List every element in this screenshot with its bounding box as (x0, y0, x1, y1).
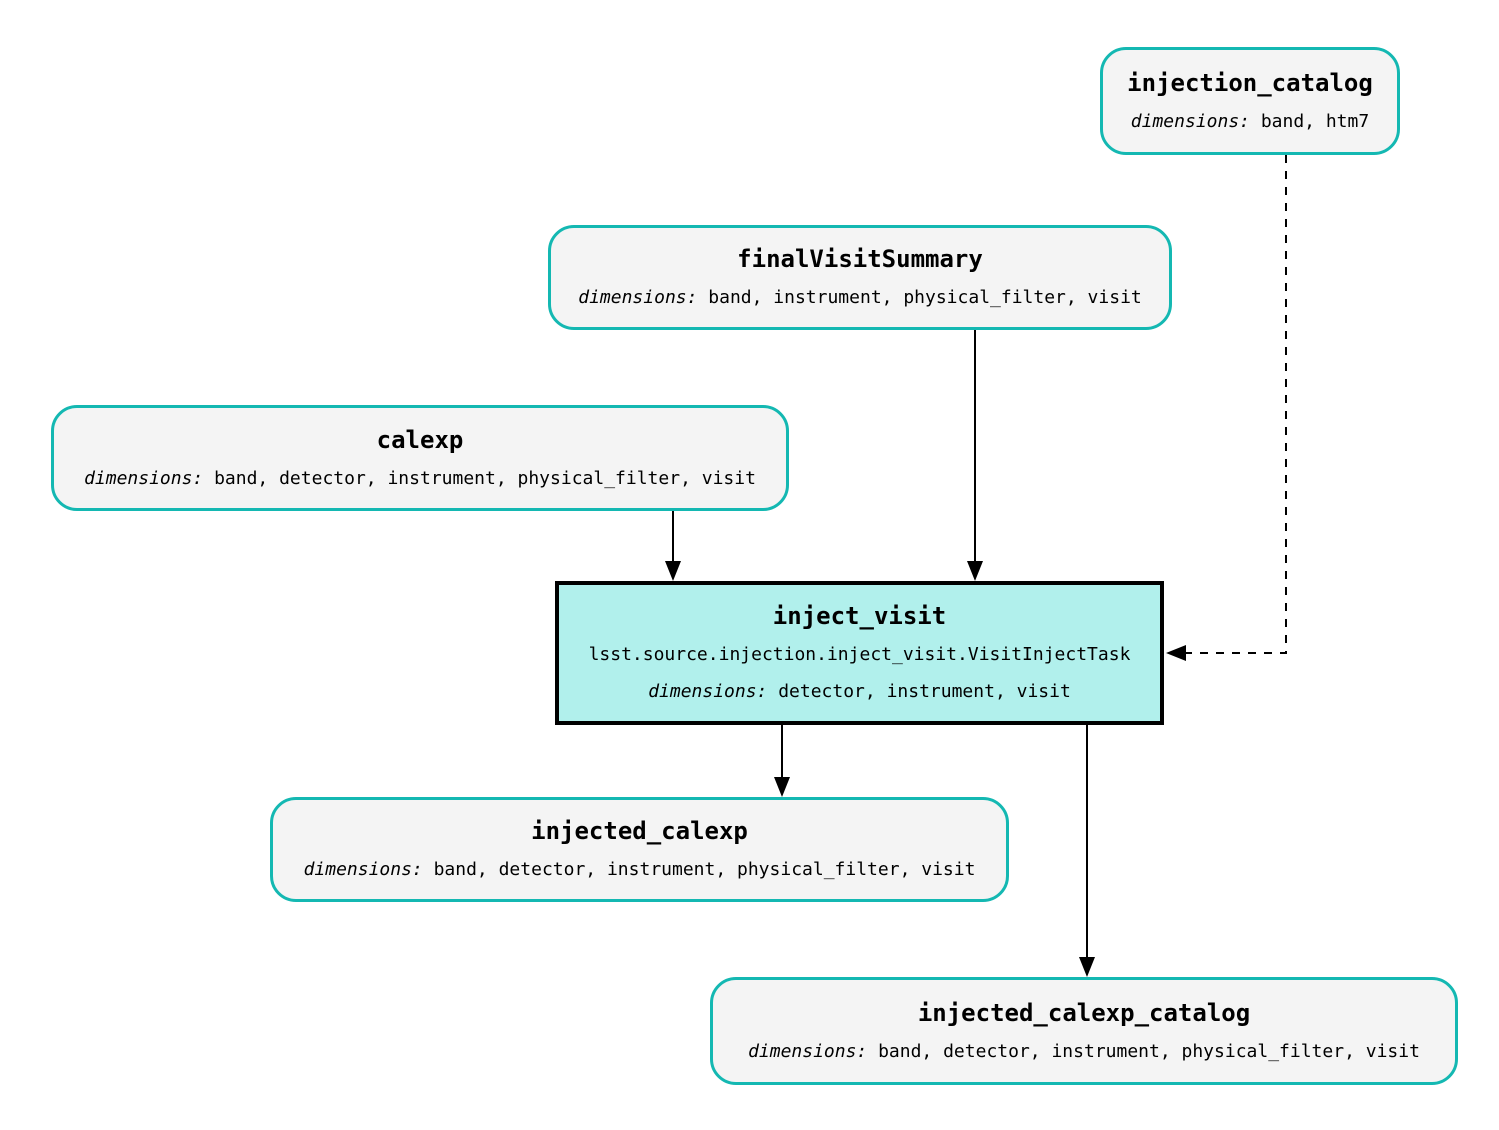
node-dimensions: dimensions: band, detector, instrument, p… (748, 1039, 1420, 1065)
edge-calexp-to-inject-visit (665, 511, 681, 581)
node-dimensions: dimensions: band, detector, instrument, p… (304, 857, 976, 883)
node-title: injection_catalog (1127, 68, 1373, 97)
edge-inject-visit-to-injected-calexp (774, 725, 790, 797)
edge-inject-visit-to-injected-calexp-catalog (1079, 725, 1095, 977)
dimensions-label: dimensions: (84, 467, 204, 489)
dimensions-value: detector, instrument, visit (778, 681, 1071, 702)
node-finalvisitsummary: finalVisitSummary dimensions: band, instr… (548, 225, 1172, 330)
dimensions-value: band, detector, instrument, physical_fil… (214, 467, 756, 489)
node-title: injected_calexp (531, 817, 748, 845)
edge-finalvisitsummary-to-inject-visit (967, 330, 983, 581)
dimensions-value: band, instrument, physical_filter, visit (708, 287, 1142, 308)
dimensions-value: band, detector, instrument, physical_fil… (878, 1040, 1420, 1062)
dimensions-label: dimensions: (748, 1040, 868, 1062)
node-injected-calexp: injected_calexp dimensions: band, detecto… (270, 797, 1009, 902)
dimensions-value: band, htm7 (1260, 110, 1370, 132)
node-title: injected_calexp_catalog (917, 998, 1251, 1027)
node-dimensions: dimensions: band, htm7 (1131, 109, 1369, 135)
node-title: calexp (376, 425, 464, 454)
node-injection-catalog: injection_catalog dimensions: band, htm7 (1100, 47, 1400, 155)
node-inject-visit-task: inject_visit lsst.source.injection.injec… (555, 581, 1164, 725)
dimensions-label: dimensions: (578, 287, 698, 308)
node-dimensions: dimensions: band, instrument, physical_fi… (578, 285, 1142, 311)
dimensions-value: band, detector, instrument, physical_fil… (433, 859, 976, 880)
edge-injection-catalog-to-inject-visit (1166, 155, 1287, 661)
node-dimensions: dimensions: band, detector, instrument, p… (84, 466, 756, 492)
dimensions-label: dimensions: (1130, 110, 1251, 132)
node-title: inject_visit (772, 602, 947, 630)
dimensions-label: dimensions: (648, 681, 768, 702)
node-title: finalVisitSummary (737, 245, 983, 273)
node-calexp: calexp dimensions: band, detector, instru… (51, 405, 789, 511)
node-dimensions: dimensions: detector, instrument, visit (648, 679, 1071, 705)
node-injected-calexp-catalog: injected_calexp_catalog dimensions: band,… (710, 977, 1458, 1085)
task-class: lsst.source.injection.inject_visit.Visit… (588, 644, 1131, 665)
dimensions-label: dimensions: (303, 859, 423, 880)
